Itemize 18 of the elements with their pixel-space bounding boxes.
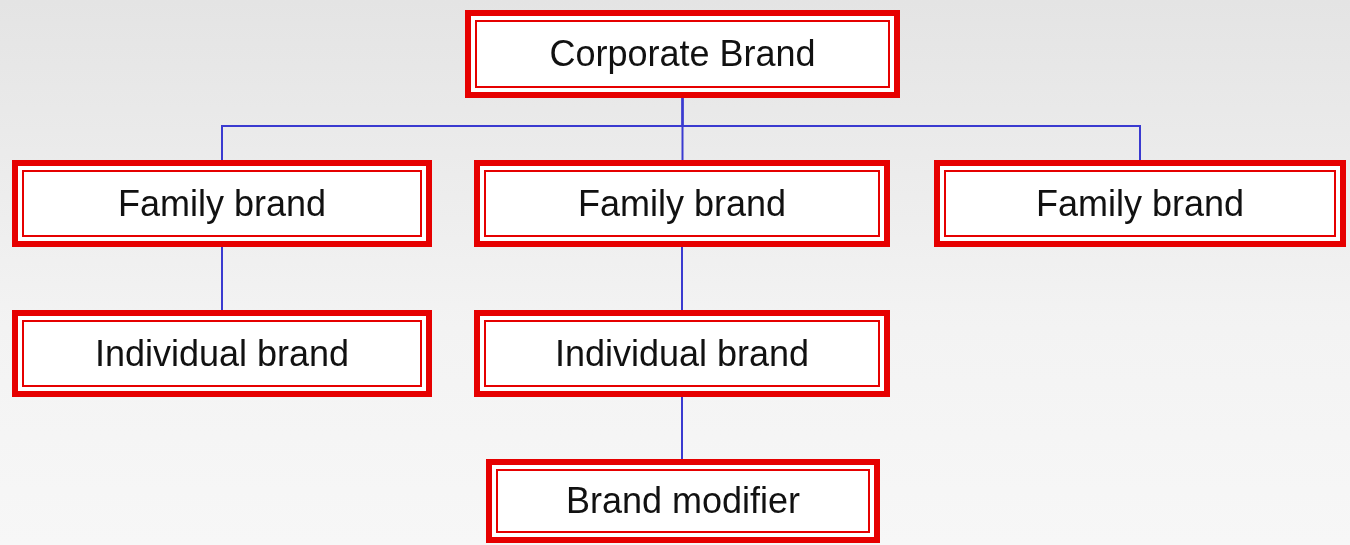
box-label: Family brand: [577, 182, 787, 225]
box-label: Corporate Brand: [549, 33, 816, 75]
box-label: Family brand: [117, 182, 327, 225]
box-label: Individual brand: [554, 332, 810, 375]
brand-box: [474, 160, 890, 247]
brand-box: [474, 310, 890, 397]
box-label: Family brand: [1035, 182, 1245, 225]
brand-box: [12, 160, 432, 247]
brand-box: [486, 459, 880, 543]
box-label: Brand modifier: [565, 480, 801, 522]
connector-line: [681, 97, 1141, 161]
brand-box: [934, 160, 1346, 247]
connector-line: [681, 246, 683, 311]
connector-line: [681, 396, 683, 460]
connector-line: [221, 246, 223, 311]
brand-box: [12, 310, 432, 397]
brand-box: [465, 10, 900, 98]
box-label: Individual brand: [94, 332, 350, 375]
